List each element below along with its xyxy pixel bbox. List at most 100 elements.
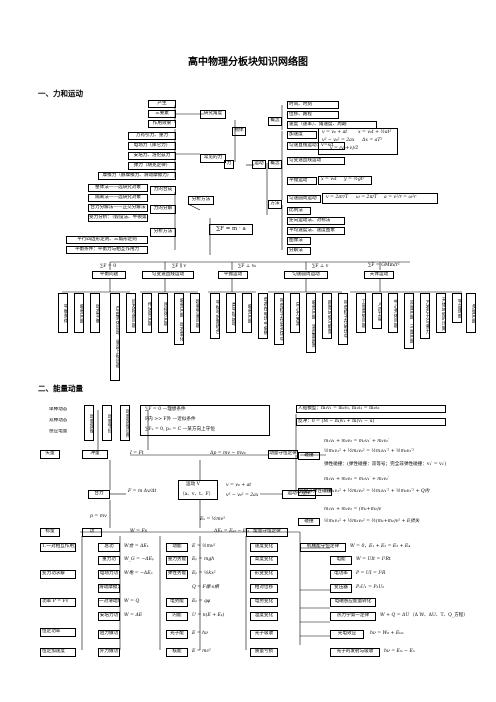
coll-note: 弹性碰撞：(弹性碰撞：双等号；完全非弹性碰撞：v₁′ = v₂′) [324, 462, 447, 467]
change-photon: 光子吸收 [250, 630, 278, 639]
law-photoelectric: 光电效应 [330, 630, 364, 639]
work-power: 功率 P = Fv [40, 598, 76, 607]
leaf-22: 双星问题、三星问题 [404, 293, 414, 349]
node-elastic-force: 弹力（胡克定律） [128, 162, 176, 170]
node-common-forces: 常见的力 [200, 154, 226, 163]
node-time: 时间、时刻 [287, 101, 339, 109]
change-potential: 电势变化 [250, 598, 278, 607]
node-isolation-method: 隔离法——选研究对象 [88, 194, 148, 202]
formula-circ-3: a = v²/r = ω²r [384, 195, 417, 200]
node-net-force: 合力 [88, 490, 110, 499]
work-const-power: 恒定功率 [40, 628, 76, 637]
form-elastic: Eₚ = ½kx² [192, 571, 216, 576]
model-recoil: 反冲：0 = (M − m)v₁ + m(v₁ − u) [296, 418, 446, 426]
energy-nuclear: 核能 [166, 648, 188, 657]
node-uniform-linear: 匀速直线运动：v=s/t [287, 142, 345, 150]
leaf-25: 宇宙速度 [452, 293, 462, 323]
formula-momentum: p = mv [90, 514, 107, 519]
node-effect: 作用效果 [148, 120, 176, 128]
energy-internal: 内能 [166, 612, 188, 621]
formula-uv-3: v² − v₀² = 2ax [322, 138, 355, 143]
node-method: 方法 [268, 200, 282, 209]
formula-newton2: ∑F = m · a [209, 224, 253, 235]
node-decomposition: 力的分解 [150, 205, 176, 214]
work-pair-sliding: 一对滑动摩擦力 [98, 598, 120, 607]
leaf-14: 带电粒子在复合场中 [274, 293, 284, 345]
energy-kinetic: 动能 [166, 543, 188, 552]
model-person-boat: 人船模型：m₁v₁ = m₂v₂, m₁s₁ = m₂s₂ [296, 405, 446, 413]
leaf-24: 天体运动的计算 [436, 293, 446, 333]
node-momentum-theorem: 动量定理 [84, 405, 94, 441]
node-composition: 力的合成 [150, 186, 176, 195]
formula-circular [322, 193, 438, 204]
node-double-rod: 双棒动态 [49, 418, 68, 423]
formula-uv-4: Δx = aT² [362, 138, 383, 143]
cons-direction: ∑Fₓ = 0, pₓ = C —某方向上守恒 [145, 427, 215, 432]
node-uniform-accel: 匀变速直线运动 [287, 157, 345, 165]
node-induced-charge: 感应电量 [49, 429, 68, 434]
leaf-3: 动态平衡 [90, 293, 100, 333]
law-thermo-note: （Δ W、ΔU、T、Q_方程） [410, 613, 468, 618]
work-ampere: 安培力功 [98, 612, 120, 621]
formula-kin-2: v² − v₀² = 2ax [226, 493, 259, 498]
node-graph-method: 图像法 [287, 237, 311, 245]
form-potential: Eₚ = qφ [192, 599, 211, 604]
node-research-angle: 研究角度 [200, 110, 226, 119]
node-force-analysis: 受力分析：（假设法、牛顿第三定律） [88, 214, 148, 222]
energy-electric: 电势能 [166, 598, 188, 607]
node-kinematics-law: 运动学规律 [282, 490, 316, 499]
coll-5: m₁v₁ + m₂v₂ = (m₁+m₂)v [324, 507, 382, 512]
formula-uniform-accel [318, 128, 398, 155]
change-rel-disp: 相对位移 [250, 584, 278, 593]
energy-photon: 光子能 [166, 630, 188, 639]
node-single-rod: 单棒动态 [49, 407, 68, 412]
formula-uv-1: v = v₀ + at [322, 130, 348, 135]
leaf-6: 传送带问题 [142, 293, 152, 333]
law-mech-formula: W = 0，E₁ + E₂ = E₃ + E₄ [350, 544, 411, 549]
leaf-23: 万有引力与重力 [420, 293, 430, 339]
leaf-4: 自由落体运动、竖直上抛运动 [110, 293, 120, 381]
node-force: 力 [224, 160, 234, 169]
formula-projectile [318, 176, 372, 185]
leaf-10: 平抛与斜面结合 [210, 293, 220, 339]
leaf-1: 平衡条件 [58, 293, 68, 333]
section-title-1: 一、力和运动 [38, 89, 83, 98]
leaf-13: 电荷在电场中偏转 [258, 293, 268, 339]
formula-uv-5: v̄ = (v₀+v)/2 [330, 146, 359, 151]
node-reverse-method: 逆向运动法、对称法 [287, 217, 345, 225]
law-photoelectric-formula: hν = W₀ + Eₖₘ [370, 631, 404, 636]
leaf-8: 临界问题、动态变化 [174, 293, 184, 345]
motion-circular: 匀速圆周运动 [284, 271, 328, 279]
node-vector: 矢量 [40, 450, 60, 459]
formula-dEk: ΔEₖ = Eₖ₂ − Eₖ₁ [214, 529, 250, 534]
work-pair-force: 1.一对相互作用力 [40, 543, 76, 552]
node-origin: 产生 [148, 100, 176, 108]
form-photon: E = hν [192, 631, 208, 636]
node-impulse: 冲量 [82, 450, 108, 459]
node-orthogonal: 合力分解法——正交分解法 [88, 204, 148, 212]
node-work: 功 [82, 528, 102, 537]
leaf-15: 向心力来源 [290, 293, 300, 333]
node-energy-cons: 能量守恒定律 [246, 528, 288, 537]
node-three-elements: 三要素 [148, 110, 176, 118]
leaf-18: 带电粒子在磁场中 [338, 293, 348, 345]
leaf-2: 临界问题 [74, 293, 84, 333]
form-ek: E = ½mv² [192, 544, 216, 549]
form-ep: Eₚ = mgh [192, 557, 215, 562]
node-momentum-cons: 动量守恒 [102, 405, 112, 441]
law-power: 电功率 [330, 570, 352, 579]
law-thermo: 热力学第一定律 [330, 612, 376, 621]
formula-circ-1: v = 2πr/T [326, 195, 349, 200]
cond-equilibrium: ∑F = 0 [100, 264, 117, 269]
law-power-formula: P = UI = I²R [356, 571, 386, 576]
page-title: 高中物理分板块知识网络图 [188, 57, 308, 68]
work-external: 外力做功 [98, 648, 120, 657]
cond-perp-v0: ∑F ⊥ v₀ [238, 264, 257, 269]
node-acceleration: 加速度 [287, 131, 317, 139]
energy-elastic: 弹性势能 [166, 570, 188, 579]
form-nuclear: E = mc² [192, 649, 211, 654]
energy-gravity: 重力势能 [166, 556, 188, 565]
section-title-2: 二、能量动量 [38, 384, 83, 393]
form-internal: U = n(E + Eₖ) [192, 613, 225, 618]
node-scalar: 标量 [40, 528, 60, 537]
